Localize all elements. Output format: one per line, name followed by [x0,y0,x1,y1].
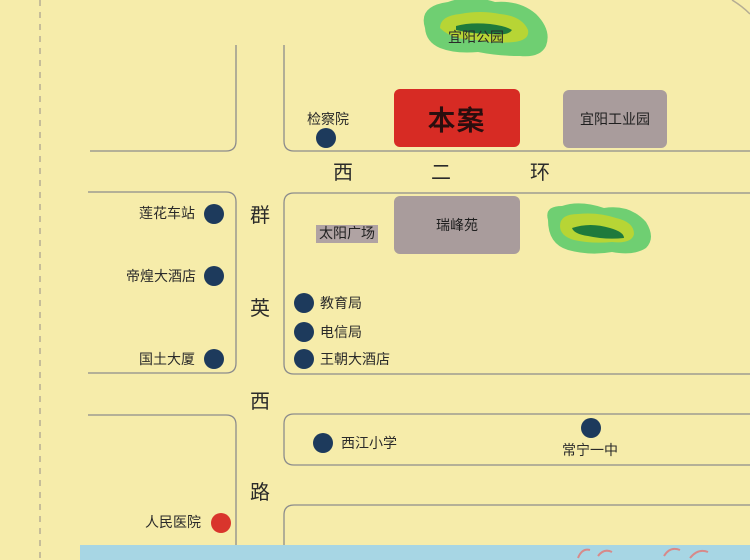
project-label: 本案 [428,105,486,137]
ruifeng-yuan-label: 瑞峰苑 [436,218,478,234]
xijiang-school-label: 西江小学 [341,436,397,452]
road-west-second-ring-char-2: 二 [431,160,451,184]
block-mid-left [88,191,237,374]
yiyang-park-label: 宜阳公园 [448,30,504,46]
block-bottom-right-lower [283,504,750,560]
wangchao-hotel-label: 王朝大酒店 [320,352,390,368]
block-bottom-right [283,413,750,466]
changning-school-label: 常宁一中 [562,443,618,459]
road-west-second-ring-char-3: 环 [530,160,550,184]
block-bottom-left [88,414,237,560]
taiyang-plaza-label: 太阳广场 [316,225,378,243]
wangchao-hotel-marker [294,349,314,369]
corner-decoration [731,0,750,15]
project-box: 本案 [394,89,520,147]
bottom-banner [80,545,750,560]
road-west-second-ring-char-1: 西 [333,160,353,184]
peoples-hospital-label: 人民医院 [145,515,201,531]
block-mid-right [283,192,750,375]
education-bureau-label: 教育局 [320,296,362,312]
block-top-left [90,45,237,152]
xijiang-school-marker [313,433,333,453]
park-top [423,0,548,57]
education-bureau-marker [294,293,314,313]
road-network [88,45,750,560]
procuratorate-marker [316,128,336,148]
telecom-bureau-label: 电信局 [320,325,362,341]
telecom-bureau-marker [294,322,314,342]
industrial-park-label: 宜阳工业园 [580,112,650,128]
lianhua-station-label: 莲花车站 [139,206,195,222]
lianhua-station-marker [204,204,224,224]
road-qunying-char-4: 路 [250,480,270,504]
industrial-park-box: 宜阳工业园 [563,90,667,148]
dihuang-hotel-label: 帝煌大酒店 [126,269,196,285]
dihuang-hotel-marker [204,266,224,286]
guotu-building-label: 国土大厦 [139,352,195,368]
procuratorate-label: 检察院 [307,112,349,128]
watermark [577,547,709,559]
guotu-building-marker [204,349,224,369]
road-qunying-char-3: 西 [250,389,270,413]
park-right [547,203,651,254]
peoples-hospital-marker [211,513,231,533]
ruifeng-yuan-box: 瑞峰苑 [394,196,520,254]
road-qunying-char-1: 群 [250,203,270,227]
changning-school-marker [581,418,601,438]
block-top-right [283,45,750,152]
road-qunying-char-2: 英 [250,296,270,320]
